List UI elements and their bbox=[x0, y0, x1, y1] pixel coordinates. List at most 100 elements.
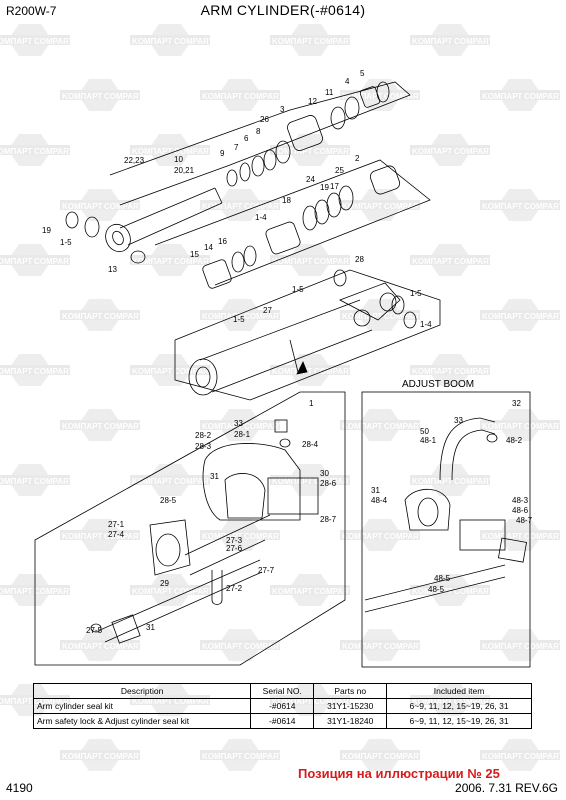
callout-label: 1-5 bbox=[410, 289, 422, 298]
watermark-text: KOMПАРТ bbox=[272, 257, 312, 266]
watermark-text: COMPART bbox=[454, 147, 494, 156]
watermark-text: COMPART bbox=[174, 367, 214, 376]
watermark-text: KOMПАРТ bbox=[482, 642, 522, 651]
watermark-text: KOMПАРТ bbox=[0, 37, 32, 46]
watermark-text: COMPART bbox=[524, 532, 564, 541]
adjust-boom-assembly bbox=[364, 417, 528, 613]
callout-label: 14 bbox=[204, 243, 213, 252]
watermark-text: COMPART bbox=[454, 477, 494, 486]
cell-description: Arm cylinder seal kit bbox=[32, 698, 252, 714]
watermark-text: KOMПАРТ bbox=[62, 532, 102, 541]
watermark-text: KOMПАРТ bbox=[272, 477, 312, 486]
watermark-text: COMPART bbox=[314, 147, 354, 156]
watermark-text: COMPART bbox=[104, 312, 144, 321]
watermark-text: COMPART bbox=[384, 532, 424, 541]
callout-label: 48-1 bbox=[420, 436, 437, 445]
watermark-text: COMPART bbox=[104, 532, 144, 541]
rod-cover-seal-stack bbox=[226, 81, 390, 187]
watermark-text: KOMПАРТ bbox=[482, 422, 522, 431]
watermark-text: COMPART bbox=[244, 532, 284, 541]
o-ring-31-top bbox=[279, 438, 291, 448]
watermark-text: COMPART bbox=[34, 367, 74, 376]
watermark-text: COMPART bbox=[104, 92, 144, 101]
watermark-text: KOMПАРТ bbox=[132, 147, 172, 156]
watermark-text: KOMПАРТ bbox=[132, 587, 172, 596]
table-row: Arm cylinder seal kit -#0614 31Y1-15230 … bbox=[32, 698, 532, 714]
watermark-text: KOMПАРТ bbox=[412, 257, 452, 266]
watermark-text: KOMПАРТ bbox=[202, 202, 242, 211]
watermark-text: COMPART bbox=[384, 312, 424, 321]
callout-label: 12 bbox=[308, 97, 317, 106]
watermark-text: COMPART bbox=[454, 367, 494, 376]
watermark-text: KOMПАРТ bbox=[272, 587, 312, 596]
watermark-text: KOMПАРТ bbox=[62, 422, 102, 431]
watermark-text: KOMПАРТ bbox=[412, 37, 452, 46]
callout-label: 1-5 bbox=[233, 315, 245, 324]
callout-label: 1-5 bbox=[60, 238, 72, 247]
watermark-text: KOMПАРТ bbox=[412, 367, 452, 376]
callout-label: 10 bbox=[174, 155, 183, 164]
callout-label: 48-5 bbox=[434, 574, 451, 583]
callout-label: 15 bbox=[190, 250, 199, 259]
callout-label: 48-3 bbox=[512, 496, 529, 505]
callout-label: 31 bbox=[371, 486, 380, 495]
watermark-text: KOMПАРТ bbox=[482, 532, 522, 541]
callout-label: 48-5 bbox=[428, 585, 445, 594]
watermark-text: KOMПАРТ bbox=[482, 312, 522, 321]
watermark-text: KOMПАРТ bbox=[412, 477, 452, 486]
callout-label: 9 bbox=[220, 149, 225, 158]
watermark-text: COMPART bbox=[104, 642, 144, 651]
watermark-text: COMPART bbox=[314, 367, 354, 376]
watermark-text: COMPART bbox=[174, 37, 214, 46]
callout-label: 27 bbox=[263, 306, 272, 315]
callout-label: 48-2 bbox=[506, 436, 523, 445]
watermark-text: KOMПАРТ bbox=[0, 257, 32, 266]
watermark-text: KOMПАРТ bbox=[62, 92, 102, 101]
callout-label: 4 bbox=[345, 77, 350, 86]
watermark-text: KOMПАРТ bbox=[0, 697, 32, 706]
callout-label: 17 bbox=[330, 182, 339, 191]
watermark-text: COMPART bbox=[314, 477, 354, 486]
bushing-1-4-right bbox=[391, 295, 405, 315]
callout-label: 11 bbox=[325, 88, 334, 97]
watermark-text: COMPART bbox=[104, 202, 144, 211]
model-name: R200W-7 bbox=[6, 4, 57, 18]
watermark-text: KOMПАРТ bbox=[412, 587, 452, 596]
callout-label: 20,21 bbox=[174, 166, 195, 175]
watermark-text: COMPART bbox=[384, 642, 424, 651]
watermark-text: COMPART bbox=[174, 477, 214, 486]
watermark-text: KOMПАРТ bbox=[62, 202, 102, 211]
callout-label: 30 bbox=[320, 469, 329, 478]
table-row: Arm safety lock & Adjust cylinder seal k… bbox=[32, 713, 532, 729]
cell-included: 6~9, 11, 12, 15~19, 26, 31 bbox=[386, 698, 532, 714]
dust-seal-1-5-top bbox=[65, 211, 79, 229]
watermark-text: KOMПАРТ bbox=[132, 37, 172, 46]
watermark-text: COMPART bbox=[244, 422, 284, 431]
callout-label: 25 bbox=[335, 166, 344, 175]
watermark-text: KOMПАРТ bbox=[342, 92, 382, 101]
watermark-text: COMPART bbox=[174, 257, 214, 266]
watermark-text: COMPART bbox=[314, 37, 354, 46]
callout-label: 28-3 bbox=[195, 442, 212, 451]
watermark-text: COMPART bbox=[454, 257, 494, 266]
callout-label: 28-5 bbox=[160, 496, 177, 505]
callout-label: 50 bbox=[420, 427, 429, 436]
